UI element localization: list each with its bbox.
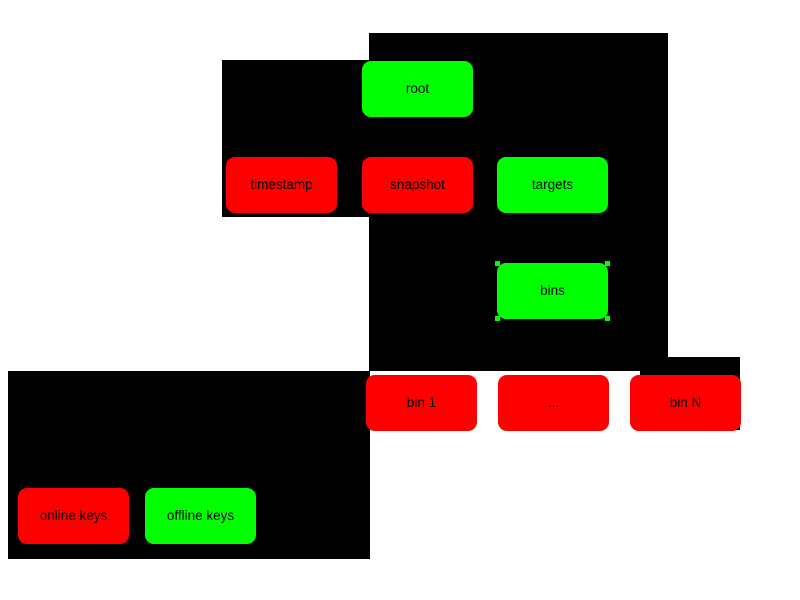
node-snapshot-label: snapshot: [390, 177, 445, 193]
node-root-label: root: [405, 81, 430, 97]
node-bin-n[interactable]: bin N: [630, 375, 741, 431]
node-bins-label: bins: [540, 283, 565, 299]
node-targets[interactable]: targets: [497, 157, 608, 213]
selection-handle-bottom-right-icon[interactable]: [605, 316, 610, 321]
selection-handle-bottom-left-icon[interactable]: [495, 316, 500, 321]
node-timestamp[interactable]: timestamp: [226, 157, 337, 213]
node-offline-keys-label: offline keys: [166, 508, 235, 524]
node-bins[interactable]: bins: [495, 261, 610, 321]
node-bin-n-label: bin N: [669, 395, 702, 411]
node-online-keys[interactable]: online keys: [18, 488, 129, 544]
node-online-keys-label: online keys: [39, 508, 108, 524]
node-bin-1[interactable]: bin 1: [366, 375, 477, 431]
node-bin-1-label: bin 1: [406, 395, 437, 411]
node-snapshot[interactable]: snapshot: [362, 157, 473, 213]
node-bin-ellipsis[interactable]: ...: [498, 375, 609, 431]
node-bin-ellipsis-label: ...: [547, 395, 560, 411]
node-targets-label: targets: [531, 177, 574, 193]
node-root[interactable]: root: [362, 61, 473, 117]
node-timestamp-label: timestamp: [250, 177, 313, 193]
node-offline-keys[interactable]: offline keys: [145, 488, 256, 544]
